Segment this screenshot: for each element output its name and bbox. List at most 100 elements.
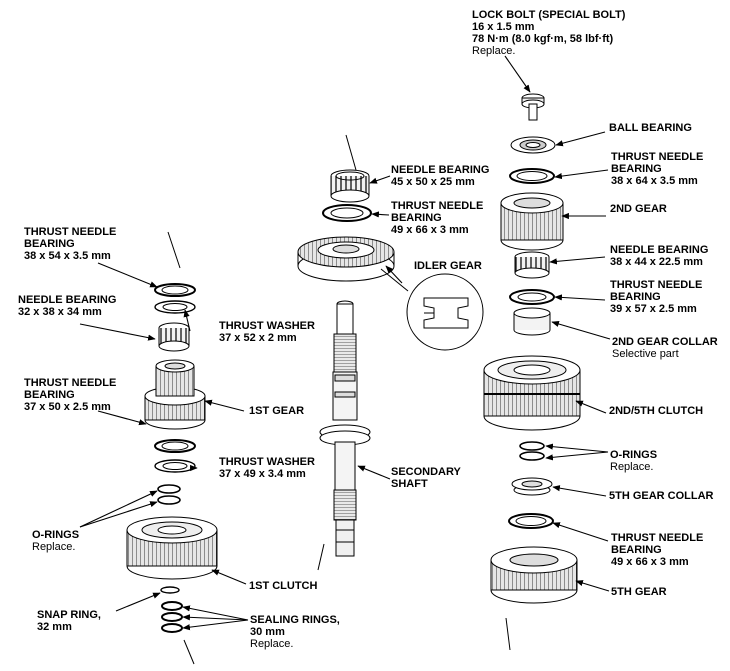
label-thrust-needle-r3: THRUST NEEDLE BEARING 49 x 66 x 3 mm <box>611 532 703 568</box>
idler-gear-drawing <box>297 236 395 282</box>
label-lock-bolt: LOCK BOLT (SPECIAL BOLT) 16 x 1.5 mm 78 … <box>472 9 625 57</box>
thrust-needle-l2-title1: THRUST NEEDLE <box>24 377 117 389</box>
thrust-needle-r3-title1: THRUST NEEDLE <box>611 532 704 544</box>
first-gear-title: 1ST GEAR <box>249 405 305 417</box>
thrust-washer-l1-spec: 37 x 52 x 2 mm <box>219 332 297 344</box>
label-o-rings-right: O-RINGS Replace. <box>610 449 657 473</box>
thrust-needle-bearing-r2 <box>509 289 555 305</box>
thrust-needle-bearing-center <box>322 204 372 222</box>
first-clutch-title: 1ST CLUTCH <box>249 580 318 592</box>
first-gear-drawing <box>144 359 206 430</box>
collar-5th-title: 5TH GEAR COLLAR <box>609 490 714 502</box>
sealing-rings-title1: SEALING RINGS, <box>250 614 340 626</box>
needle-l-title: NEEDLE BEARING <box>18 294 117 306</box>
idler-gear-inset <box>406 273 484 351</box>
label-ball-bearing: BALL BEARING <box>609 122 692 134</box>
label-5th-gear-collar: 5TH GEAR COLLAR <box>609 490 714 502</box>
fifth-gear-collar-drawing <box>511 477 553 496</box>
label-1st-clutch: 1ST CLUTCH <box>249 580 317 592</box>
label-2nd-5th-clutch: 2ND/5TH CLUTCH <box>609 405 703 417</box>
thrust-needle-r2-title2: BEARING <box>610 291 661 303</box>
thrust-needle-r2-title1: THRUST NEEDLE <box>610 279 703 291</box>
label-needle-bearing-right: NEEDLE BEARING 38 x 44 x 22.5 mm <box>610 244 708 268</box>
lock-bolt-drawing <box>521 93 545 121</box>
thrust-needle-c-title2: BEARING <box>391 212 442 224</box>
thrust-needle-r1-title1: THRUST NEEDLE <box>611 151 704 163</box>
label-1st-gear: 1ST GEAR <box>249 405 304 417</box>
orings-l-note: Replace. <box>32 541 76 553</box>
thrust-needle-l2-title2: BEARING <box>24 389 75 401</box>
thrust-needle-r1-title2: BEARING <box>611 163 662 175</box>
secondary-shaft-title2: SHAFT <box>391 478 428 490</box>
secondary-shaft-title1: SECONDARY <box>391 466 461 478</box>
thrust-needle-c-title1: THRUST NEEDLE <box>391 200 484 212</box>
thrust-needle-l1-title1: THRUST NEEDLE <box>24 226 117 238</box>
fifth-gear-drawing <box>490 546 578 604</box>
second-gear-title: 2ND GEAR <box>610 203 667 215</box>
thrust-washer-l1-drawing <box>154 300 196 314</box>
sealing-rings-title2: 30 mm <box>250 626 285 638</box>
label-thrust-needle-l2: THRUST NEEDLE BEARING 37 x 50 x 2.5 mm <box>24 377 116 413</box>
ball-bearing-title: BALL BEARING <box>609 122 692 134</box>
label-needle-bearing-left: NEEDLE BEARING 32 x 38 x 34 mm <box>18 294 116 318</box>
thrust-needle-r1-spec: 38 x 64 x 3.5 mm <box>611 175 698 187</box>
clutch-25-title: 2ND/5TH CLUTCH <box>609 405 704 417</box>
thrust-needle-bearing-r3 <box>508 513 554 529</box>
orings-r-title: O-RINGS <box>610 449 658 461</box>
secondary-shaft-drawing <box>319 300 371 557</box>
second-gear-drawing <box>500 192 564 251</box>
idler-gear-title: IDLER GEAR <box>414 260 482 272</box>
needle-c-title: NEEDLE BEARING <box>391 164 490 176</box>
thrust-needle-l1-title2: BEARING <box>24 238 75 250</box>
orings-r-note: Replace. <box>610 461 654 473</box>
thrust-washer-l2-drawing <box>154 459 196 473</box>
collar-2nd-note: Selective part <box>612 348 679 360</box>
label-thrust-needle-center: THRUST NEEDLE BEARING 49 x 66 x 3 mm <box>391 200 483 236</box>
lock-bolt-spec1: 16 x 1.5 mm <box>472 21 535 33</box>
lock-bolt-note: Replace. <box>472 45 516 57</box>
clutch-25-drawing <box>483 355 581 431</box>
label-secondary-shaft: SECONDARY SHAFT <box>391 466 461 490</box>
needle-bearing-center <box>330 169 370 203</box>
label-thrust-washer-l1: THRUST WASHER 37 x 52 x 2 mm <box>219 320 315 344</box>
o-rings-left-drawing <box>157 484 181 505</box>
snap-ring-title2: 32 mm <box>37 621 72 633</box>
label-thrust-needle-r1: THRUST NEEDLE BEARING 38 x 64 x 3.5 mm <box>611 151 703 187</box>
thrust-needle-l1-spec: 38 x 54 x 3.5 mm <box>24 250 111 262</box>
orings-l-title: O-RINGS <box>32 529 80 541</box>
thrust-needle-bearing-l2 <box>154 439 196 453</box>
center-axis-line <box>345 134 357 171</box>
snap-ring-title1: SNAP RING, <box>37 609 101 621</box>
needle-c-spec: 45 x 50 x 25 mm <box>391 176 475 188</box>
thrust-washer-l2-spec: 37 x 49 x 3.4 mm <box>219 468 306 480</box>
label-thrust-washer-l2: THRUST WASHER 37 x 49 x 3.4 mm <box>219 456 315 480</box>
thrust-needle-bearing-r1 <box>509 168 555 184</box>
thrust-needle-r3-spec: 49 x 66 x 3 mm <box>611 556 689 568</box>
needle-bearing-left <box>158 322 190 352</box>
label-thrust-needle-l1: THRUST NEEDLE BEARING 38 x 54 x 3.5 mm <box>24 226 116 262</box>
needle-bearing-right <box>514 251 550 279</box>
o-rings-right-drawing <box>519 441 545 461</box>
thrust-needle-l2-spec: 37 x 50 x 2.5 mm <box>24 401 111 413</box>
ball-bearing-drawing <box>510 136 556 154</box>
label-2nd-gear: 2ND GEAR <box>610 203 667 215</box>
needle-r-spec: 38 x 44 x 22.5 mm <box>610 256 703 268</box>
label-5th-gear: 5TH GEAR <box>611 586 667 598</box>
first-clutch-drawing <box>126 516 218 580</box>
thrust-needle-c-spec: 49 x 66 x 3 mm <box>391 224 469 236</box>
thrust-needle-r3-title2: BEARING <box>611 544 662 556</box>
second-gear-collar-drawing <box>513 307 551 336</box>
label-2nd-gear-collar: 2ND GEAR COLLAR Selective part <box>612 336 718 360</box>
snap-ring-drawing <box>160 586 180 594</box>
sealing-rings-drawing <box>161 601 183 633</box>
collar-2nd-title: 2ND GEAR COLLAR <box>612 336 718 348</box>
needle-l-spec: 32 x 38 x 34 mm <box>18 306 102 318</box>
lock-bolt-title: LOCK BOLT (SPECIAL BOLT) <box>472 9 626 21</box>
leader-arrows <box>79 55 611 631</box>
thrust-washer-l1-title: THRUST WASHER <box>219 320 315 332</box>
label-needle-bearing-center: NEEDLE BEARING 45 x 50 x 25 mm <box>391 164 489 188</box>
thrust-washer-l2-title: THRUST WASHER <box>219 456 315 468</box>
label-thrust-needle-r2: THRUST NEEDLE BEARING 39 x 57 x 2.5 mm <box>610 279 702 315</box>
